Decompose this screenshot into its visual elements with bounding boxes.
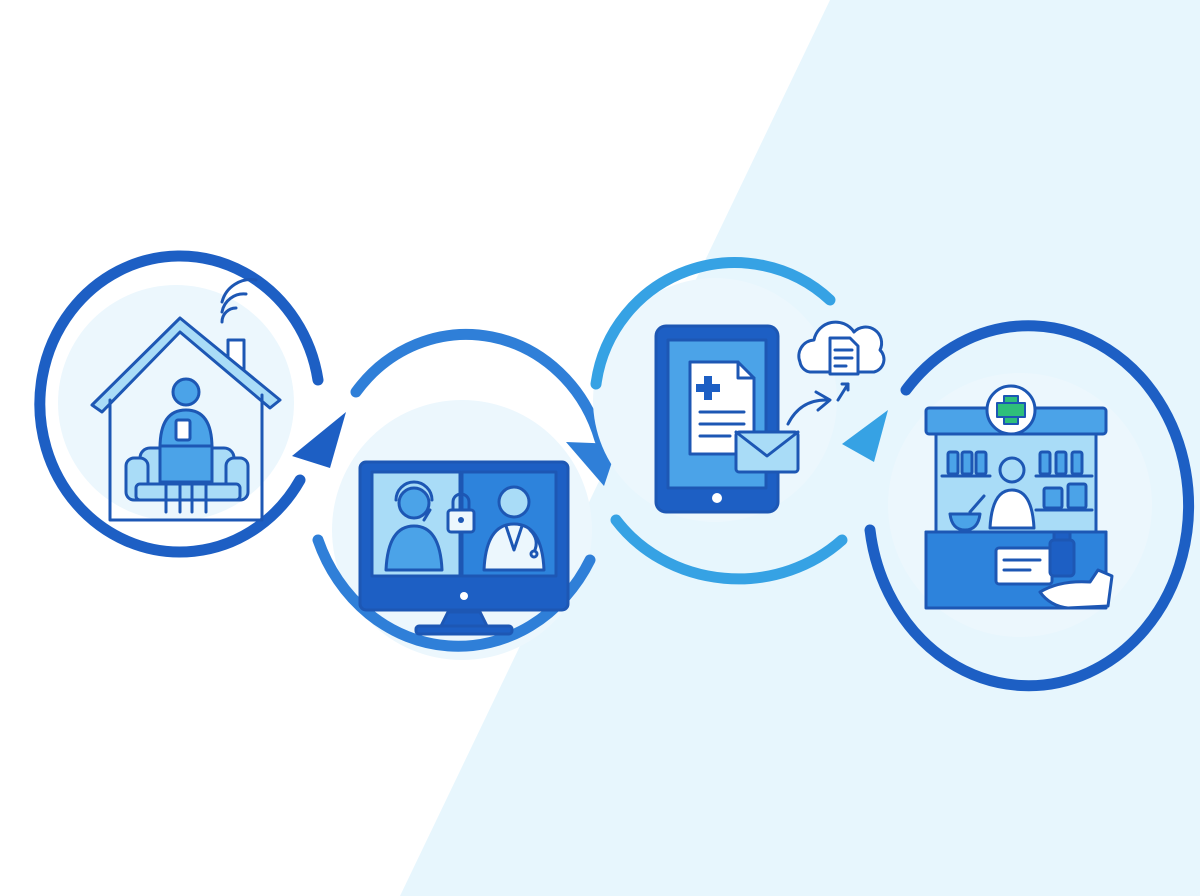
digital-prescription-tablet-icon (654, 320, 886, 514)
step-prescription-ring-bottom (610, 514, 848, 585)
step-prescription (590, 257, 888, 585)
arrow-prescription-to-pharmacy-icon (842, 410, 888, 462)
pharmacy-counter-icon (924, 384, 1114, 610)
step-consult (312, 328, 618, 660)
step-prescription-ring-top (590, 257, 836, 390)
step-pharmacy (864, 320, 1194, 692)
step-home (34, 250, 346, 558)
arrow-home-to-consult-icon (292, 412, 346, 468)
step-consult-ring-top (350, 328, 606, 446)
house-with-patient-icon (90, 278, 282, 522)
step-home-ring (34, 250, 324, 558)
video-consultation-monitor-icon (358, 460, 570, 636)
arrow-consult-to-prescription-icon (566, 442, 618, 486)
step-pharmacy-ring (864, 320, 1194, 692)
